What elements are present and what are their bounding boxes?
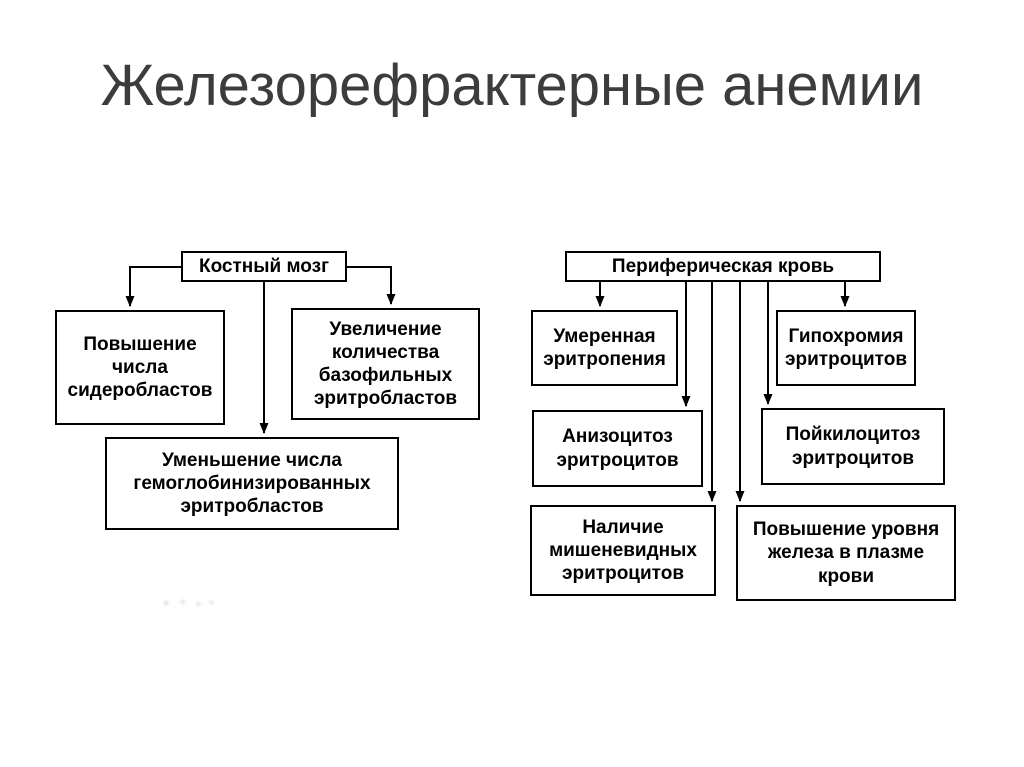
slide-title: Железорефрактерные анемии xyxy=(100,53,924,118)
box-basophilic-erythroblasts-increase: Увеличение количества базофильных эритро… xyxy=(291,308,480,420)
box-target-erythrocytes: Наличие мишеневидных эритроцитов xyxy=(530,505,716,596)
connector-bone-marrow-to-basophilic xyxy=(347,266,396,305)
box-erythrocyte-hypochromia: Гипохромия эритроцитов xyxy=(776,310,916,386)
box-moderate-erythropenia: Умеренная эритропения xyxy=(531,310,678,386)
box-erythrocyte-poikilocytosis: Пойкилоцитоз эритроцитов xyxy=(761,408,945,485)
box-bone-marrow: Костный мозг xyxy=(181,251,347,282)
connector-bone-marrow-to-sideroblasts xyxy=(125,266,181,307)
box-erythrocyte-anisocytosis: Анизоцитоз эритроцитов xyxy=(532,410,703,487)
scan-smudge xyxy=(162,598,214,608)
box-peripheral-blood: Периферическая кровь xyxy=(565,251,881,282)
box-hemoglobinized-erythroblasts-decrease: Уменьшение числа гемоглобинизированных э… xyxy=(105,437,399,530)
box-plasma-iron-increase: Повышение уровня железа в плазме крови xyxy=(736,505,956,601)
box-sideroblasts-increase: Повышение числа сидеробластов xyxy=(55,310,225,425)
